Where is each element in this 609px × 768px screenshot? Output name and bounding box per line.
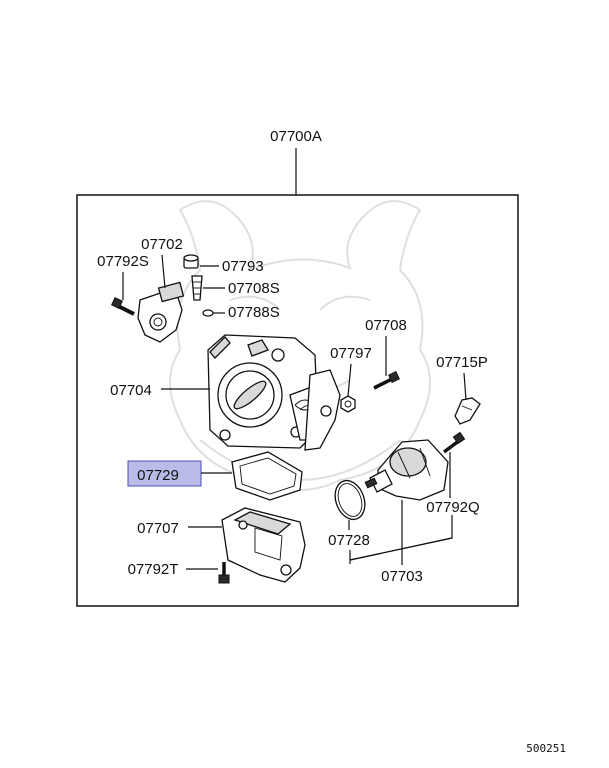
small-o-ring-icon [202,309,214,317]
label-07707[interactable]: 07707 [137,520,179,537]
leader-07797 [347,363,352,397]
label-07702[interactable]: 07702 [141,236,183,253]
screw-q-icon [442,431,466,454]
label-07793[interactable]: 07793 [222,258,264,275]
nut-icon [340,395,356,413]
label-07792q[interactable]: 07792Q [426,499,479,516]
leader-07703-bridge [349,537,453,561]
leader-07702 [161,254,166,289]
clip-icon [454,397,481,425]
label-07708[interactable]: 07708 [365,317,407,334]
throttle-body-icon [207,334,341,451]
o-ring-inner [337,483,363,517]
throttle-position-sensor-icon [137,281,185,343]
leader-07715p [463,372,467,401]
screw-icon [111,297,135,316]
assembly-frame [76,194,519,607]
label-07703[interactable]: 07703 [381,568,423,585]
label-07704[interactable]: 07704 [110,382,152,399]
adjust-screw-icon [191,275,203,301]
gasket-icon [231,451,303,501]
throttle-adapter-icon [221,507,306,583]
bolt-t-icon [218,562,230,584]
o-ring-icon [334,479,366,521]
label-07788s[interactable]: 07788S [228,304,280,321]
label-07708s[interactable]: 07708S [228,280,280,297]
bolt-icon [373,371,400,390]
idle-speed-control-icon [364,439,449,501]
label-07715p[interactable]: 07715P [436,354,488,371]
label-07792t[interactable]: 07792T [128,561,179,578]
assembly-label: 07700A [270,128,322,145]
cap-icon [183,254,199,269]
label-07728[interactable]: 07728 [328,532,370,549]
label-07797[interactable]: 07797 [330,345,372,362]
label-07729[interactable]: 07729 [137,467,179,484]
reference-number: 500251 [526,742,566,755]
label-07792s[interactable]: 07792S [97,253,149,270]
